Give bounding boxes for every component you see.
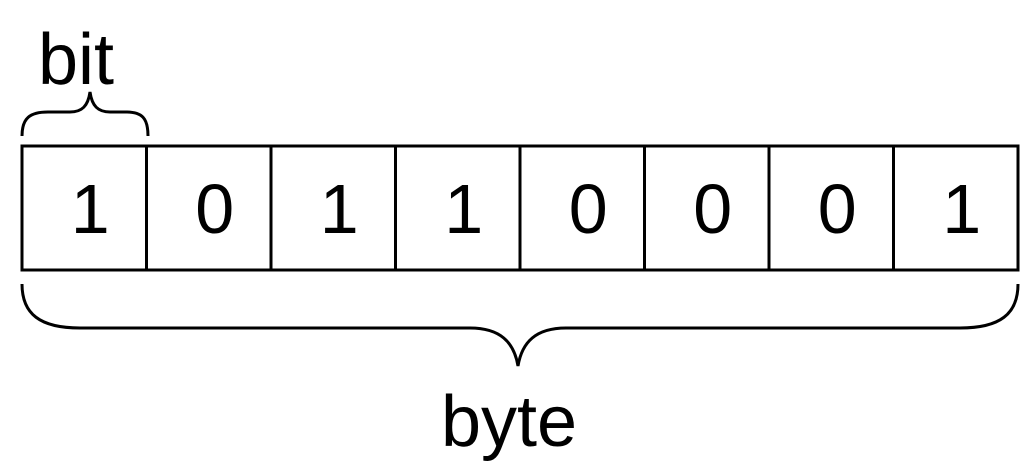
bit-value-7: 1 — [942, 170, 981, 248]
bit-value-4: 0 — [569, 170, 608, 248]
bit-label: bit — [38, 20, 115, 100]
bit-value-6: 0 — [818, 170, 857, 248]
bit-value-0: 1 — [71, 170, 110, 248]
bit-brace — [20, 91, 150, 137]
byte-brace — [20, 283, 1020, 367]
bit-value-5: 0 — [693, 170, 732, 248]
bit-cells: 1 0 1 1 0 0 0 1 — [71, 146, 981, 270]
byte-label: byte — [441, 382, 578, 462]
bit-value-3: 1 — [444, 170, 483, 248]
bit-value-2: 1 — [320, 170, 359, 248]
bit-value-1: 0 — [195, 170, 234, 248]
